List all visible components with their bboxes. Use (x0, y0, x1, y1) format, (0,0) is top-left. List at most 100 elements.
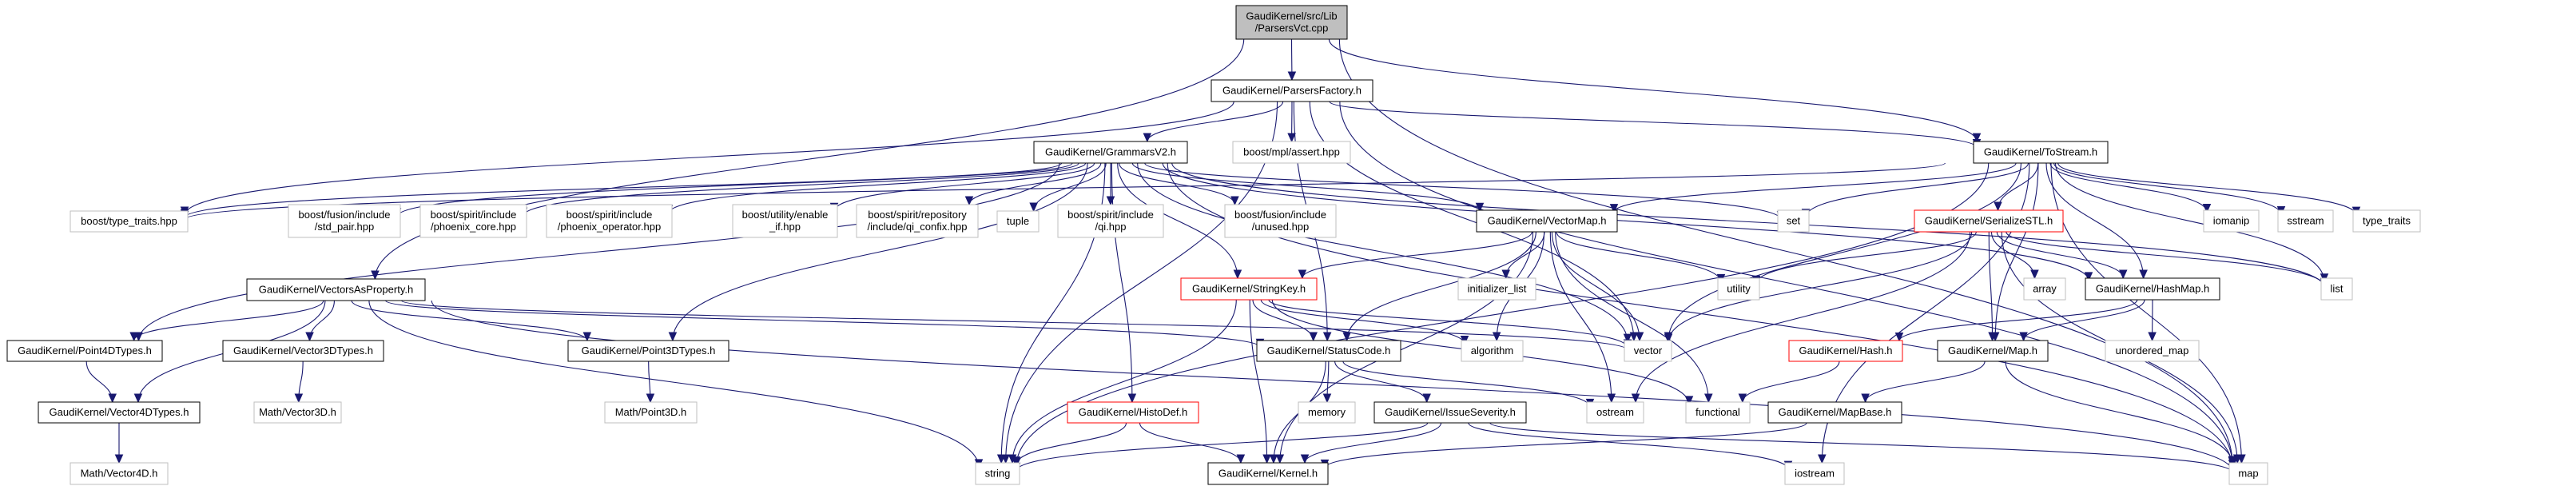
node-issueseverity[interactable]: GaudiKernel/IssueSeverity.h (1373, 401, 1527, 424)
arrowhead-parsersfactory-to-vector (1629, 332, 1639, 342)
node-box-memory (1298, 401, 1356, 424)
arrowhead-vectormap-to-initlist (1501, 269, 1510, 280)
node-box-point3d (567, 340, 729, 362)
node-set: set (1777, 209, 1810, 233)
node-root[interactable]: GaudiKernel/src/Lib/ParsersVct.cpp (1235, 5, 1348, 40)
arrowhead-vectormap-to-vector (1635, 332, 1644, 342)
edge-grammarsv2-to-vector (1137, 162, 1628, 343)
node-box-grammarsv2 (1033, 141, 1188, 164)
arrowhead-grammarsv2-to-hashmap (2084, 272, 2093, 282)
edge-hashmap-to-hash (1898, 299, 2138, 341)
node-label-serializestl: GaudiKernel/SerializeSTL.h (1925, 215, 2053, 227)
edge-issueseverity-to-iostream (1468, 422, 1789, 470)
node-label-hash: GaudiKernel/Hash.h (1799, 345, 1892, 357)
node-box-mplassert (1232, 141, 1351, 164)
arrowhead-serializestl-to-mapnode (1988, 332, 1997, 342)
node-vector4d[interactable]: GaudiKernel/Vector4DTypes.h (38, 401, 201, 424)
node-point4d[interactable]: GaudiKernel/Point4DTypes.h (6, 340, 163, 362)
node-label-qiconfix: boost/spirit/repository (868, 209, 967, 221)
node-box-iomanip (2203, 209, 2260, 233)
edge-grammarsv2-to-list (1171, 162, 2325, 288)
node-label-phoenixop: boost/spirit/include (566, 209, 653, 221)
node-phoenixop: boost/spirit/include/phoenix_operator.hp… (546, 204, 673, 238)
node-tuple: tuple (996, 210, 1040, 233)
node-grammarsv2[interactable]: GaudiKernel/GrammarsV2.h (1033, 141, 1188, 164)
edge-root-to-map (1338, 38, 2233, 465)
edge-vectormap-to-ostream (1549, 231, 1612, 403)
edge-vectormap-to-kernel (1279, 231, 1534, 464)
node-phoenixcore: boost/spirit/include/phoenix_core.hpp (419, 204, 527, 238)
node-point3d[interactable]: GaudiKernel/Point3DTypes.h (567, 340, 729, 362)
node-stringkey[interactable]: GaudiKernel/StringKey.h (1180, 277, 1318, 301)
node-box-issueseverity (1373, 401, 1527, 424)
edge-stringkey-to-vector (1268, 299, 1628, 349)
node-label-string: string (985, 468, 1011, 480)
arrowhead-grammarsv2-to-string (996, 454, 1006, 464)
arrowhead-hashmap-to-hash (1894, 333, 1904, 342)
node-vectormap[interactable]: GaudiKernel/VectorMap.h (1476, 209, 1618, 233)
node-kernel[interactable]: GaudiKernel/Kernel.h (1207, 462, 1329, 485)
node-box-statuscode (1256, 340, 1401, 362)
node-label-iomanip: iomanip (2213, 215, 2250, 227)
node-label-mplassert: boost/mpl/assert.hpp (1243, 146, 1340, 158)
node-mapnode[interactable]: GaudiKernel/Map.h (1937, 340, 2049, 362)
edge-tostream-to-hashmap (2045, 162, 2145, 279)
node-hash[interactable]: GaudiKernel/Hash.h (1788, 340, 1903, 362)
node-label-kernel: GaudiKernel/Kernel.h (1218, 468, 1318, 480)
node-statuscode[interactable]: GaudiKernel/StatusCode.h (1256, 340, 1401, 362)
node-box-phoenixcore (419, 204, 527, 238)
node-label-iostream: iostream (1795, 468, 1835, 480)
node-list: list (2320, 277, 2353, 301)
node-label-tostream: GaudiKernel/ToStream.h (1984, 146, 2097, 158)
node-label-ostream: ostream (1596, 406, 1634, 418)
edge-tostream-to-iomanip (2049, 162, 2208, 213)
node-box-ostream (1586, 401, 1644, 424)
node-label-array: array (2033, 283, 2057, 295)
node-vectorsasproperty[interactable]: GaudiKernel/VectorsAsProperty.h (246, 278, 426, 301)
node-box-parsersfactory (1210, 79, 1373, 102)
edge-grammarsv2-to-point4d (137, 162, 1060, 341)
edge-parsersfactory-to-tostream (1329, 101, 1978, 148)
arrowhead-tostream-to-iostream (1818, 454, 1827, 464)
edge-serializestl-to-vector (1668, 231, 1973, 343)
node-box-vector4d (38, 401, 201, 424)
node-array: array (2023, 277, 2066, 301)
node-box-tostream (1973, 141, 2109, 164)
node-histodef[interactable]: GaudiKernel/HistoDef.h (1067, 401, 1199, 424)
node-label-statuscode: GaudiKernel/StatusCode.h (1267, 345, 1391, 357)
arrowhead-vectormap-to-kernel (1275, 454, 1285, 464)
node-iostream: iostream (1784, 462, 1845, 485)
node-iomanip: iomanip (2203, 209, 2260, 233)
node-map: map (2228, 462, 2268, 485)
node-box-map (2228, 462, 2268, 485)
node-label-parsersfactory: GaudiKernel/ParsersFactory.h (1222, 85, 1362, 97)
edge-vectormap-to-functional (1555, 231, 1709, 403)
node-box-typetraitshpp (70, 210, 189, 233)
arrowhead-vectormap-to-ostream (1607, 393, 1616, 404)
node-parsersfactory[interactable]: GaudiKernel/ParsersFactory.h (1210, 79, 1373, 102)
edge-histodef-to-kernel (1139, 422, 1242, 464)
edge-tostream-to-vectormap (1613, 162, 2017, 213)
node-serializestl[interactable]: GaudiKernel/SerializeSTL.h (1914, 209, 2064, 233)
edge-grammarsv2-to-qiconfix (968, 162, 1102, 205)
node-label-point3d: GaudiKernel/Point3DTypes.h (582, 345, 716, 357)
node-hashmap[interactable]: GaudiKernel/HashMap.h (2085, 277, 2220, 301)
node-box-array (2023, 277, 2066, 301)
edge-grammarsv2-to-unused (1119, 162, 1235, 205)
edge-parsersfactory-to-grammarsv2 (1147, 101, 1284, 142)
node-box-phoenixop (546, 204, 673, 238)
edge-vectormap-to-vector (1551, 231, 1640, 341)
arrowhead-hashmap-to-mapnode (2019, 332, 2028, 342)
node-box-sstream (2277, 209, 2334, 233)
node-mapbase[interactable]: GaudiKernel/MapBase.h (1767, 401, 1902, 424)
arrowhead-serializestl-to-hashmap (2118, 269, 2128, 280)
node-tostream[interactable]: GaudiKernel/ToStream.h (1973, 141, 2109, 164)
node-vector3d[interactable]: GaudiKernel/Vector3DTypes.h (222, 340, 384, 362)
node-box-vectorsasproperty (246, 278, 426, 301)
arrowhead-grammarsv2-to-qiconfix (964, 196, 974, 206)
node-box-mathvector3d (253, 401, 342, 424)
arrowhead-root-to-tostream (1972, 133, 1982, 143)
node-label-unused: boost/fusion/include (1234, 209, 1326, 221)
arrowhead-histodef-to-string (1012, 456, 1021, 466)
